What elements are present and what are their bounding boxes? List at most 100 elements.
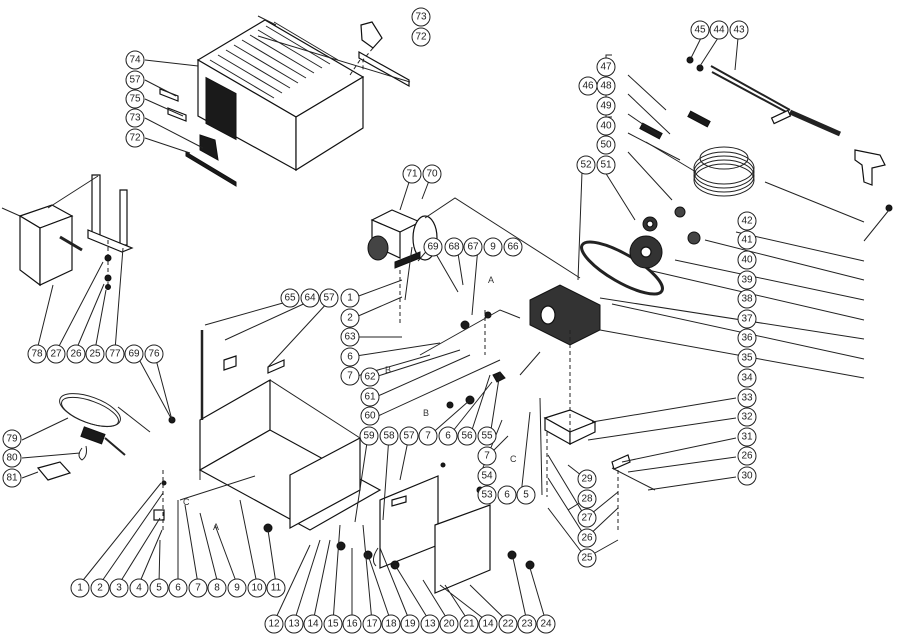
callout-68[interactable]: 68	[444, 237, 464, 257]
callout-45[interactable]: 45	[690, 20, 710, 40]
callout-6[interactable]: 6	[168, 578, 188, 598]
callout-26[interactable]: 26	[737, 446, 757, 466]
callout-71[interactable]: 71	[402, 164, 422, 184]
callout-1[interactable]: 1	[340, 288, 360, 308]
callout-10[interactable]: 10	[247, 578, 267, 598]
callout-41[interactable]: 41	[737, 230, 757, 250]
callout-6[interactable]: 6	[438, 426, 458, 446]
callout-80[interactable]: 80	[2, 448, 22, 468]
callout-6[interactable]: 6	[497, 485, 517, 505]
callout-17[interactable]: 17	[362, 614, 382, 634]
callout-28[interactable]: 28	[577, 489, 597, 509]
callout-9[interactable]: 9	[483, 237, 503, 257]
callout-40[interactable]: 40	[737, 250, 757, 270]
callout-32[interactable]: 32	[737, 407, 757, 427]
callout-57[interactable]: 57	[125, 70, 145, 90]
callout-74[interactable]: 74	[125, 50, 145, 70]
callout-51[interactable]: 51	[596, 155, 616, 175]
callout-60[interactable]: 60	[360, 406, 380, 426]
callout-9[interactable]: 9	[227, 578, 247, 598]
callout-54[interactable]: 54	[477, 466, 497, 486]
callout-38[interactable]: 38	[737, 289, 757, 309]
callout-62[interactable]: 62	[360, 367, 380, 387]
callout-3[interactable]: 3	[109, 578, 129, 598]
callout-2[interactable]: 2	[90, 578, 110, 598]
callout-13[interactable]: 13	[284, 614, 304, 634]
callout-16[interactable]: 16	[342, 614, 362, 634]
callout-67[interactable]: 67	[463, 237, 483, 257]
callout-14[interactable]: 14	[303, 614, 323, 634]
callout-7[interactable]: 7	[340, 366, 360, 386]
callout-49[interactable]: 49	[596, 96, 616, 116]
callout-69[interactable]: 69	[124, 344, 144, 364]
callout-11[interactable]: 11	[266, 578, 286, 598]
callout-4[interactable]: 4	[129, 578, 149, 598]
callout-7[interactable]: 7	[418, 426, 438, 446]
callout-81[interactable]: 81	[2, 468, 22, 488]
callout-52[interactable]: 52	[576, 155, 596, 175]
callout-22[interactable]: 22	[498, 614, 518, 634]
callout-7[interactable]: 7	[188, 578, 208, 598]
callout-21[interactable]: 21	[459, 614, 479, 634]
callout-46[interactable]: 46	[578, 76, 598, 96]
callout-77[interactable]: 77	[105, 344, 125, 364]
callout-15[interactable]: 15	[323, 614, 343, 634]
callout-73[interactable]: 73	[411, 7, 431, 27]
callout-26[interactable]: 26	[66, 344, 86, 364]
callout-29[interactable]: 29	[577, 469, 597, 489]
callout-63[interactable]: 63	[340, 327, 360, 347]
callout-42[interactable]: 42	[737, 211, 757, 231]
callout-20[interactable]: 20	[439, 614, 459, 634]
callout-35[interactable]: 35	[737, 348, 757, 368]
callout-30[interactable]: 30	[737, 466, 757, 486]
callout-72[interactable]: 72	[411, 27, 431, 47]
callout-48[interactable]: 48	[596, 76, 616, 96]
callout-5[interactable]: 5	[149, 578, 169, 598]
callout-31[interactable]: 31	[737, 427, 757, 447]
callout-13[interactable]: 13	[420, 614, 440, 634]
callout-25[interactable]: 25	[85, 344, 105, 364]
callout-65[interactable]: 65	[280, 288, 300, 308]
callout-61[interactable]: 61	[360, 387, 380, 407]
callout-55[interactable]: 55	[477, 426, 497, 446]
callout-72[interactable]: 72	[125, 128, 145, 148]
callout-6[interactable]: 6	[340, 347, 360, 367]
callout-75[interactable]: 75	[125, 89, 145, 109]
callout-37[interactable]: 37	[737, 309, 757, 329]
callout-73[interactable]: 73	[125, 108, 145, 128]
callout-7[interactable]: 7	[477, 446, 497, 466]
callout-50[interactable]: 50	[596, 135, 616, 155]
callout-70[interactable]: 70	[422, 164, 442, 184]
callout-34[interactable]: 34	[737, 368, 757, 388]
callout-59[interactable]: 59	[359, 426, 379, 446]
callout-2[interactable]: 2	[340, 308, 360, 328]
callout-66[interactable]: 66	[503, 237, 523, 257]
callout-44[interactable]: 44	[709, 20, 729, 40]
callout-43[interactable]: 43	[729, 20, 749, 40]
callout-12[interactable]: 12	[264, 614, 284, 634]
callout-27[interactable]: 27	[46, 344, 66, 364]
callout-26[interactable]: 26	[577, 528, 597, 548]
callout-57[interactable]: 57	[399, 426, 419, 446]
callout-69[interactable]: 69	[423, 237, 443, 257]
callout-40[interactable]: 40	[596, 116, 616, 136]
callout-27[interactable]: 27	[577, 508, 597, 528]
callout-57[interactable]: 57	[319, 288, 339, 308]
callout-1[interactable]: 1	[70, 578, 90, 598]
callout-19[interactable]: 19	[400, 614, 420, 634]
callout-33[interactable]: 33	[737, 388, 757, 408]
callout-47[interactable]: 47	[596, 57, 616, 77]
callout-53[interactable]: 53	[477, 485, 497, 505]
callout-14[interactable]: 14	[478, 614, 498, 634]
callout-58[interactable]: 58	[379, 426, 399, 446]
callout-79[interactable]: 79	[2, 429, 22, 449]
callout-18[interactable]: 18	[381, 614, 401, 634]
callout-76[interactable]: 76	[144, 344, 164, 364]
callout-56[interactable]: 56	[457, 426, 477, 446]
callout-23[interactable]: 23	[517, 614, 537, 634]
callout-78[interactable]: 78	[27, 344, 47, 364]
callout-39[interactable]: 39	[737, 270, 757, 290]
callout-36[interactable]: 36	[737, 328, 757, 348]
callout-25[interactable]: 25	[577, 548, 597, 568]
callout-64[interactable]: 64	[300, 288, 320, 308]
